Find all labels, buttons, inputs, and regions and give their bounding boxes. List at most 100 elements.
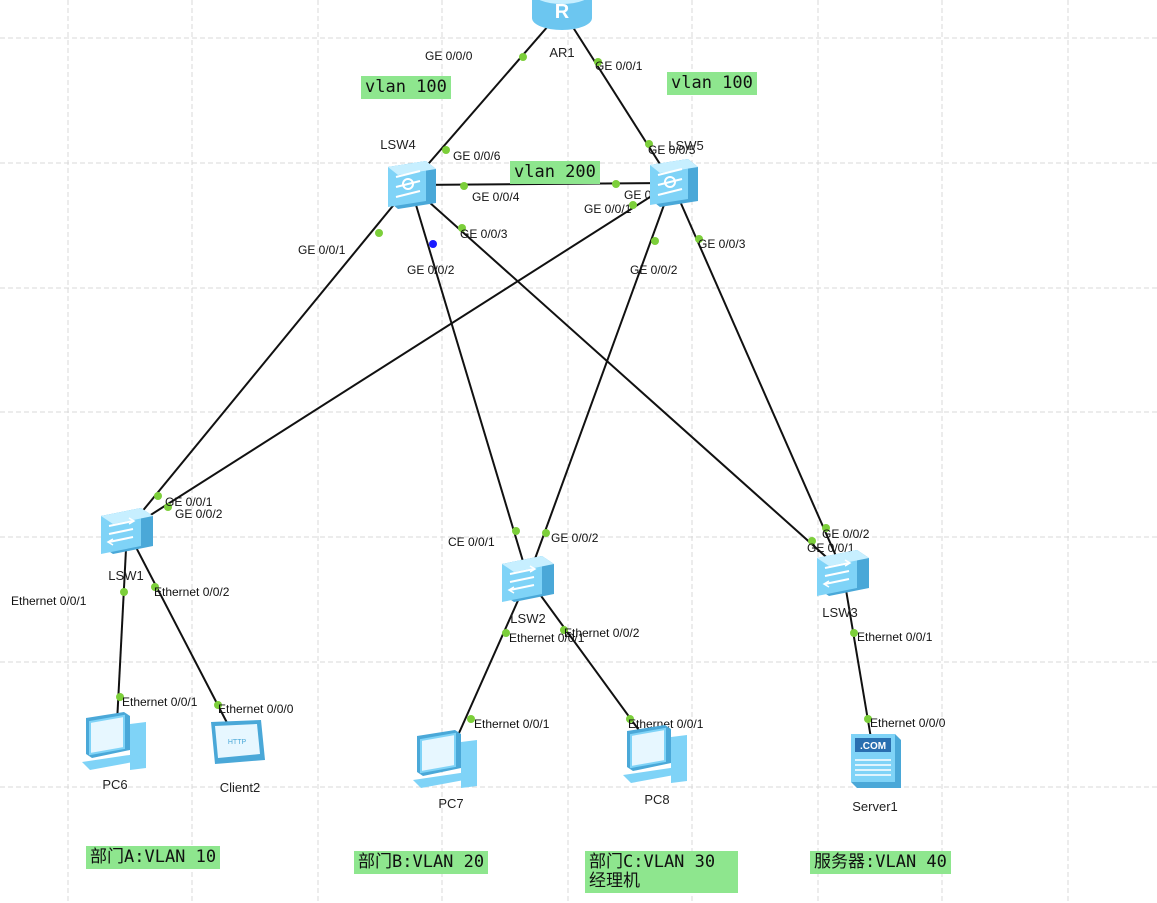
pc-icon	[413, 730, 477, 788]
port-dot-server1	[864, 715, 872, 723]
port-dot-pc6	[116, 693, 124, 701]
device-lsw2[interactable]	[502, 556, 554, 602]
device-lsw3[interactable]	[817, 550, 869, 596]
port-dot-lsw4	[442, 146, 450, 154]
device-label-lsw3: LSW3	[822, 605, 857, 620]
port-label-lsw2-b: CE 0/0/1	[448, 535, 495, 549]
link-ar1-lsw5[interactable]	[561, 9, 673, 184]
device-label-pc8: PC8	[644, 792, 669, 807]
svg-text:R: R	[555, 1, 570, 23]
port-dot-lsw2	[512, 527, 520, 535]
server-icon: .COM	[851, 734, 901, 788]
link-lsw1-pc6[interactable]	[115, 529, 128, 743]
port-dot-lsw4	[429, 240, 437, 248]
link-lsw4-lsw3[interactable]	[409, 184, 844, 573]
port-dot-client2	[214, 701, 222, 709]
port-dot-lsw5	[645, 140, 653, 148]
switch-icon	[502, 556, 554, 602]
port-label-lsw4-b: GE 0/0/6	[453, 149, 501, 163]
core-switch-icon	[388, 161, 436, 209]
vlan100-left-note[interactable]: vlan 100	[361, 76, 451, 99]
port-label-pc6-b: Ethernet 0/0/1	[122, 695, 198, 709]
port-dot-lsw2	[560, 626, 568, 634]
device-lsw5[interactable]	[650, 159, 698, 207]
port-label-server1-b: Ethernet 0/0/0	[870, 716, 946, 730]
port-label-ar1-a: GE 0/0/0	[425, 49, 473, 63]
server-note[interactable]: 服务器:VLAN 40	[810, 851, 951, 874]
port-label-lsw4-a: GE 0/0/2	[407, 263, 455, 277]
link-lsw4-lsw1[interactable]	[126, 184, 411, 531]
device-ar1[interactable]: R	[532, 0, 592, 30]
link-ar1-lsw4[interactable]	[409, 9, 563, 186]
link-lsw5-lsw3[interactable]	[671, 182, 844, 573]
port-label-lsw5-a: GE 0/0/2	[630, 263, 678, 277]
link-lsw2-pc8[interactable]	[527, 577, 658, 756]
svg-text:.COM: .COM	[860, 741, 886, 752]
port-dot-lsw5	[651, 237, 659, 245]
device-pc6[interactable]	[82, 712, 146, 770]
port-dot-lsw2	[502, 629, 510, 637]
port-label-lsw1-a: Ethernet 0/0/1	[11, 594, 87, 608]
port-dot-lsw2	[542, 529, 550, 537]
pc-icon	[82, 712, 146, 770]
device-label-lsw2: LSW2	[510, 611, 545, 626]
port-label-client2-b: Ethernet 0/0/0	[218, 702, 294, 716]
port-dots-layer	[116, 53, 872, 723]
link-lsw5-lsw2[interactable]	[527, 182, 673, 579]
port-dot-lsw4	[458, 224, 466, 232]
link-lsw4-lsw5[interactable]	[409, 182, 673, 186]
port-label-lsw1-a: Ethernet 0/0/2	[154, 585, 230, 599]
port-label-lsw5-a: GE 0/0/3	[698, 237, 746, 251]
port-dot-pc7	[467, 715, 475, 723]
link-lsw2-pc7[interactable]	[446, 577, 529, 761]
port-dot-lsw3	[808, 537, 816, 545]
port-labels-layer: GE 0/0/0GE 0/0/6GE 0/0/1GE 0/0/5GE 0/0/4…	[11, 49, 946, 731]
dept-b-note[interactable]: 部门B:VLAN 20	[354, 851, 489, 874]
dept-a-note[interactable]: 部门A:VLAN 10	[86, 846, 221, 869]
port-dot-lsw1	[154, 492, 162, 500]
port-label-ar1-a: GE 0/0/1	[595, 59, 643, 73]
link-lsw5-lsw1[interactable]	[126, 182, 673, 531]
device-label-lsw4: LSW4	[380, 137, 415, 152]
device-lsw4[interactable]	[388, 161, 436, 209]
switch-icon	[101, 508, 153, 554]
core-switch-icon	[650, 159, 698, 207]
port-dot-lsw5	[612, 180, 620, 188]
port-label-lsw3-b: GE 0/0/2	[822, 527, 870, 541]
svg-text:HTTP: HTTP	[228, 739, 247, 746]
port-dot-lsw1	[164, 503, 172, 511]
port-dot-lsw4	[460, 182, 468, 190]
port-dot-lsw5	[629, 201, 637, 209]
port-label-lsw3-a: Ethernet 0/0/1	[857, 630, 933, 644]
port-label-lsw1-b: GE 0/0/1	[165, 495, 213, 509]
device-server1[interactable]: .COM	[851, 734, 901, 788]
link-lsw3-server1[interactable]	[842, 571, 876, 763]
device-label-lsw5: LSW5	[668, 138, 703, 153]
vlan200-note[interactable]: vlan 200	[510, 161, 600, 184]
device-lsw1[interactable]	[101, 508, 153, 554]
device-pc7[interactable]	[413, 730, 477, 788]
port-label-pc8-b: Ethernet 0/0/1	[628, 717, 704, 731]
port-label-lsw1-b: GE 0/0/2	[175, 507, 223, 521]
dept-c-note[interactable]: 部门C:VLAN 30 经理机	[585, 851, 738, 893]
port-label-lsw4-a: GE 0/0/4	[472, 190, 520, 204]
router-icon: R	[532, 0, 592, 30]
port-dot-lsw4	[375, 229, 383, 237]
port-label-lsw4-a: GE 0/0/3	[460, 227, 508, 241]
port-dot-lsw3	[822, 524, 830, 532]
device-client2[interactable]: HTTP	[211, 720, 265, 764]
port-dot-lsw5	[695, 235, 703, 243]
device-pc8[interactable]	[623, 725, 687, 783]
port-dot-ar1	[594, 58, 602, 66]
device-label-pc7: PC7	[438, 796, 463, 811]
client-icon: HTTP	[211, 720, 265, 764]
device-label-client2: Client2	[220, 780, 260, 795]
port-dot-ar1	[519, 53, 527, 61]
link-lsw4-lsw2[interactable]	[409, 184, 529, 579]
device-label-ar1: AR1	[549, 45, 574, 60]
device-label-lsw1: LSW1	[108, 568, 143, 583]
vlan100-right-note[interactable]: vlan 100	[667, 72, 757, 95]
